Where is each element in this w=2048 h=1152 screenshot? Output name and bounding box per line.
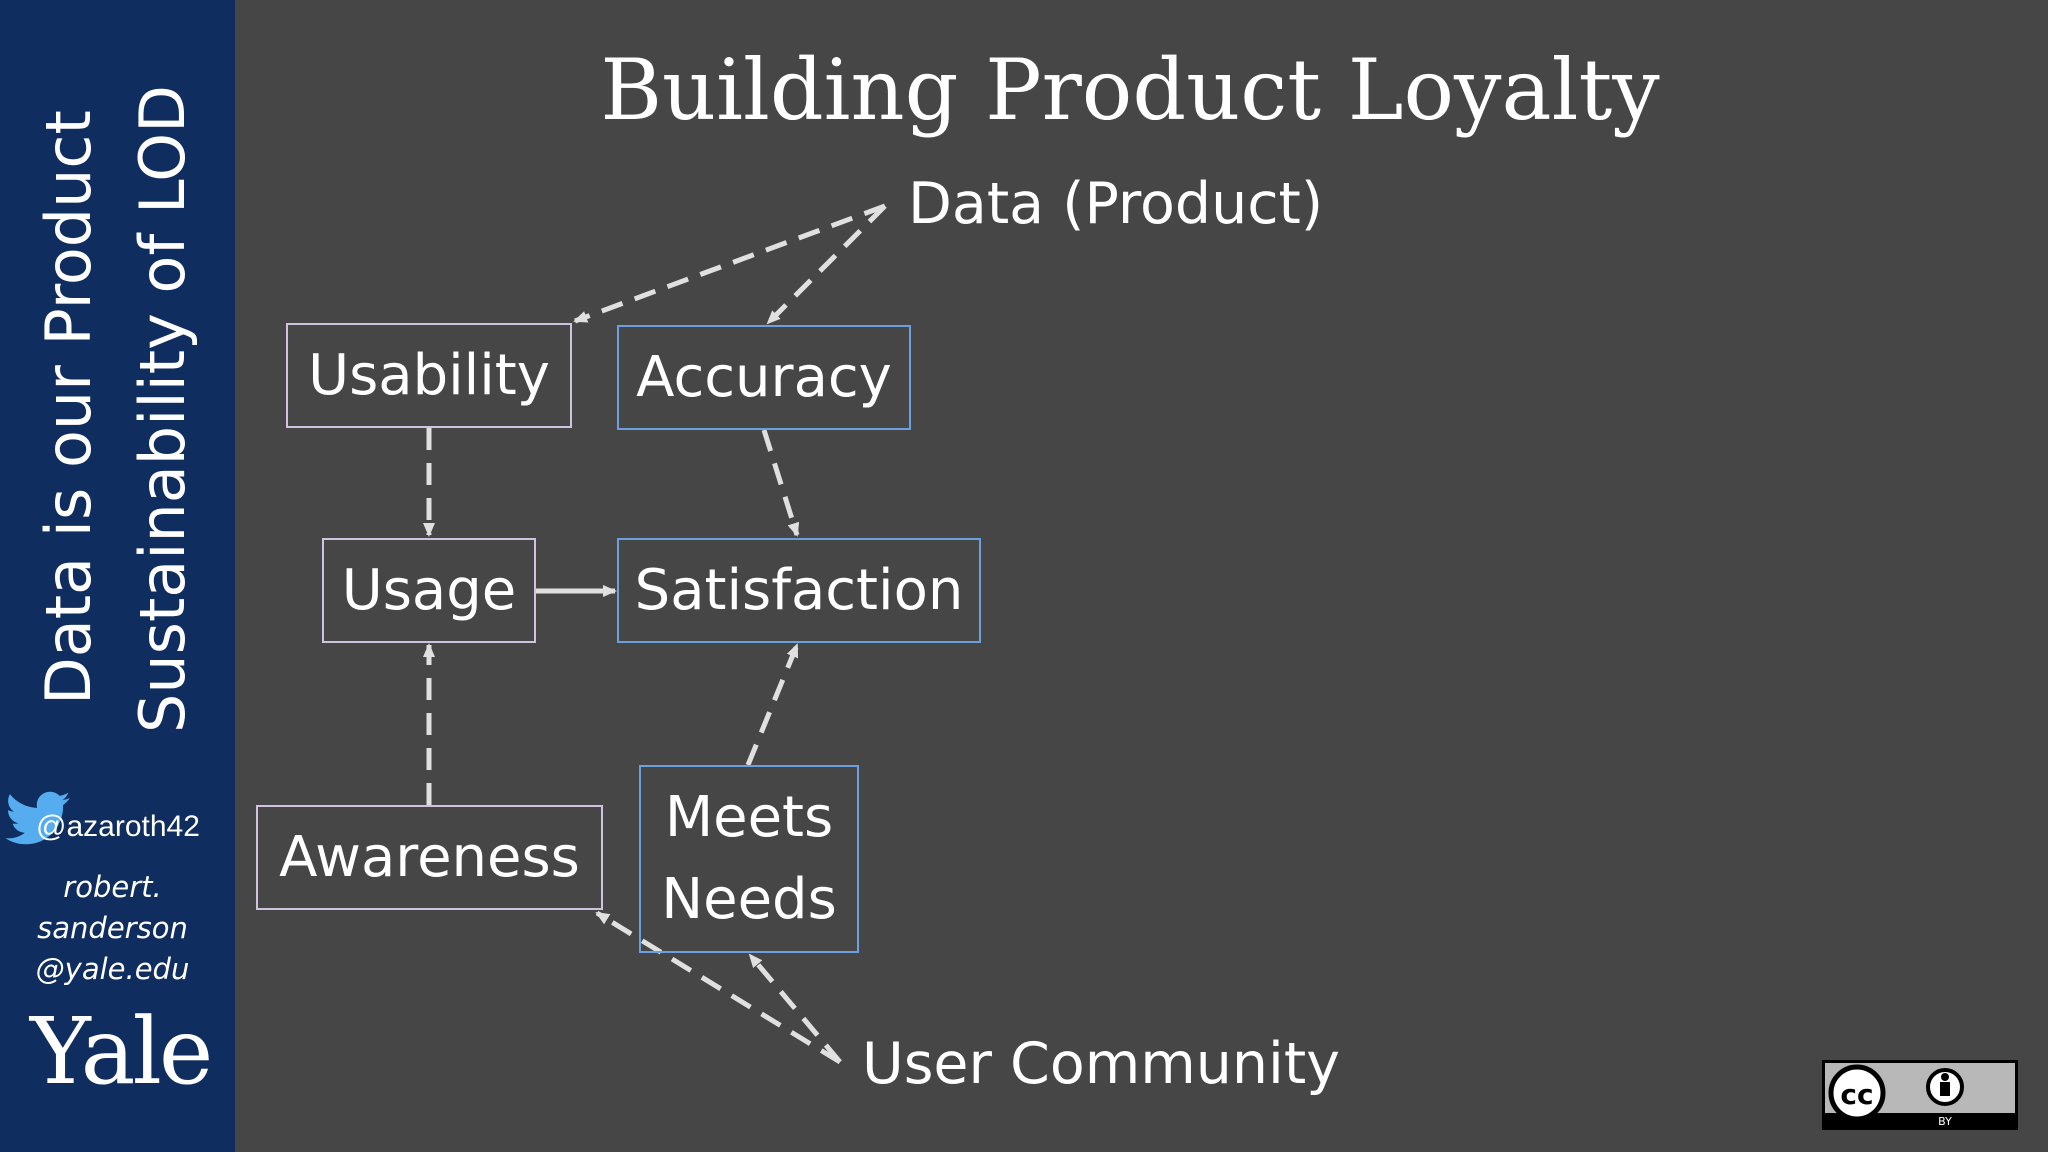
node-usability: Usability (286, 323, 572, 428)
edge-data-to-accuracy (766, 204, 887, 325)
node-accuracy-label: Accuracy (636, 345, 892, 410)
data-product-label: Data (Product) (908, 171, 1324, 237)
user-community-label: User Community (862, 1031, 1340, 1097)
cc-by-license-badge: cc BY (1822, 1060, 2018, 1130)
node-usage-label: Usage (341, 558, 517, 623)
cc-text: cc (1840, 1078, 1873, 1111)
node-accuracy: Accuracy (617, 325, 911, 430)
node-satisfaction-label: Satisfaction (634, 558, 964, 623)
edge-data-to-usability (573, 203, 886, 324)
sidebar: Data is our Product Sustainability of LO… (0, 0, 235, 1152)
yale-logo: Yale (30, 998, 213, 1105)
email-line-3: @yale.edu (35, 952, 190, 986)
node-meets-needs: Meets Needs (639, 765, 859, 953)
node-satisfaction: Satisfaction (617, 538, 981, 643)
email-line-2: sanderson (37, 911, 188, 945)
node-awareness: Awareness (256, 805, 603, 910)
node-meets-needs-line2: Needs (661, 867, 837, 932)
node-usage: Usage (322, 538, 536, 643)
edge-meetsneeds-to-satisfaction (745, 643, 800, 766)
by-text: BY (1938, 1115, 1952, 1127)
cc-by-icon: cc BY (1825, 1064, 2015, 1127)
email-line-1: robert. (63, 870, 162, 904)
node-usability-label: Usability (308, 343, 550, 408)
twitter-handle: @azaroth42 (36, 810, 200, 843)
node-awareness-label: Awareness (279, 825, 580, 890)
edge-accuracy-to-satisfaction (761, 429, 800, 537)
slide-title: Building Product Loyalty (600, 41, 1660, 139)
node-meets-needs-line1: Meets (664, 785, 834, 850)
twitter-bird-icon (5, 791, 71, 845)
edge-community-to-awareness (595, 910, 842, 1065)
edge-community-to-meetsneeds (748, 953, 842, 1064)
